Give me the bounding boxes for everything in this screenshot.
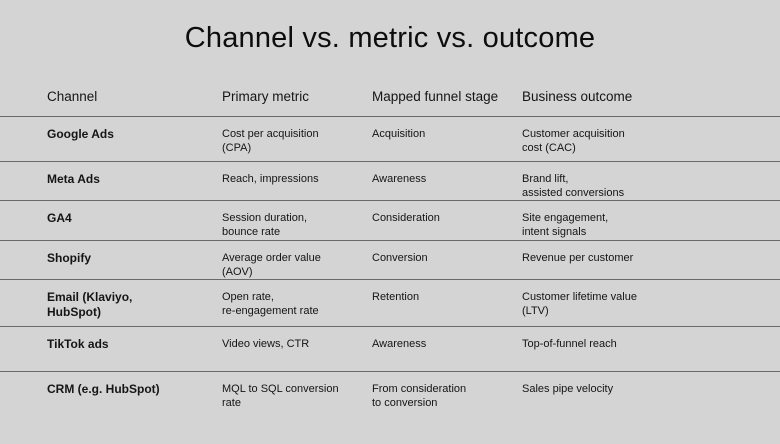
cell-channel: TikTok ads: [47, 337, 109, 351]
table-row: GA4 Session duration, bounce rate Consider…: [0, 200, 780, 241]
cell-business-outcome: Top-of-funnel reach: [522, 338, 617, 350]
cell-primary-metric: MQL to SQL conversion rate: [222, 383, 339, 409]
header-funnel-stage: Mapped funnel stage: [372, 89, 499, 104]
cell-primary-metric: Cost per acquisition (CPA): [222, 128, 319, 154]
table-row: Email (Klaviyo, HubSpot) Open rate, re-en…: [0, 279, 780, 327]
cell-business-outcome: Customer acquisition cost (CAC): [522, 128, 625, 154]
header-business-outcome: Business outcome: [522, 89, 633, 104]
cell-funnel-stage: From consideration to conversion: [372, 383, 467, 409]
cell-business-outcome: Customer lifetime value (LTV): [522, 291, 637, 317]
cell-primary-metric: Video views, CTR: [222, 338, 310, 350]
table-row: Shopify Average order value (AOV) Conversi…: [0, 240, 780, 280]
cell-primary-metric: Open rate, re-engagement rate: [222, 291, 319, 317]
page-title: Channel vs. metric vs. outcome: [184, 22, 596, 54]
cell-funnel-stage: Awareness: [372, 338, 427, 350]
cell-channel: Email (Klaviyo, HubSpot): [47, 290, 133, 319]
cell-primary-metric: Average order value (AOV): [222, 252, 321, 278]
table-row: Meta Ads Reach, impressions Awareness Brand…: [0, 161, 780, 201]
cell-funnel-stage: Conversion: [372, 252, 428, 264]
cell-primary-metric: Session duration, bounce rate: [222, 212, 307, 238]
cell-channel: CRM (e.g. HubSpot): [47, 382, 160, 396]
table-row: TikTok ads Video views, CTR Awareness Top-o…: [0, 326, 780, 372]
table-row: Google Ads Cost per acquisition (CPA) Acqu…: [0, 116, 780, 162]
cell-channel: Meta Ads: [47, 172, 100, 186]
header-channel: Channel: [47, 89, 98, 104]
cell-primary-metric: Reach, impressions: [222, 173, 319, 185]
cell-channel: GA4: [47, 211, 72, 225]
cell-funnel-stage: Awareness: [372, 173, 427, 185]
cell-business-outcome: Sales pipe velocity: [522, 383, 614, 395]
cell-business-outcome: Revenue per customer: [522, 252, 634, 264]
cell-funnel-stage: Acquisition: [372, 128, 426, 140]
cell-business-outcome: Site engagement, intent signals: [522, 212, 609, 238]
cell-funnel-stage: Retention: [372, 291, 420, 303]
cell-channel: Shopify: [47, 251, 91, 265]
header-primary-metric: Primary metric: [222, 89, 309, 104]
cell-funnel-stage: Consideration: [372, 212, 440, 224]
cell-business-outcome: Brand lift, assisted conversions: [522, 173, 625, 199]
table-header: Channel Primary metric Mapped funnel sta…: [0, 70, 780, 117]
table-row: CRM (e.g. HubSpot) MQL to SQL conversion …: [0, 371, 780, 444]
cell-channel: Google Ads: [47, 127, 114, 141]
